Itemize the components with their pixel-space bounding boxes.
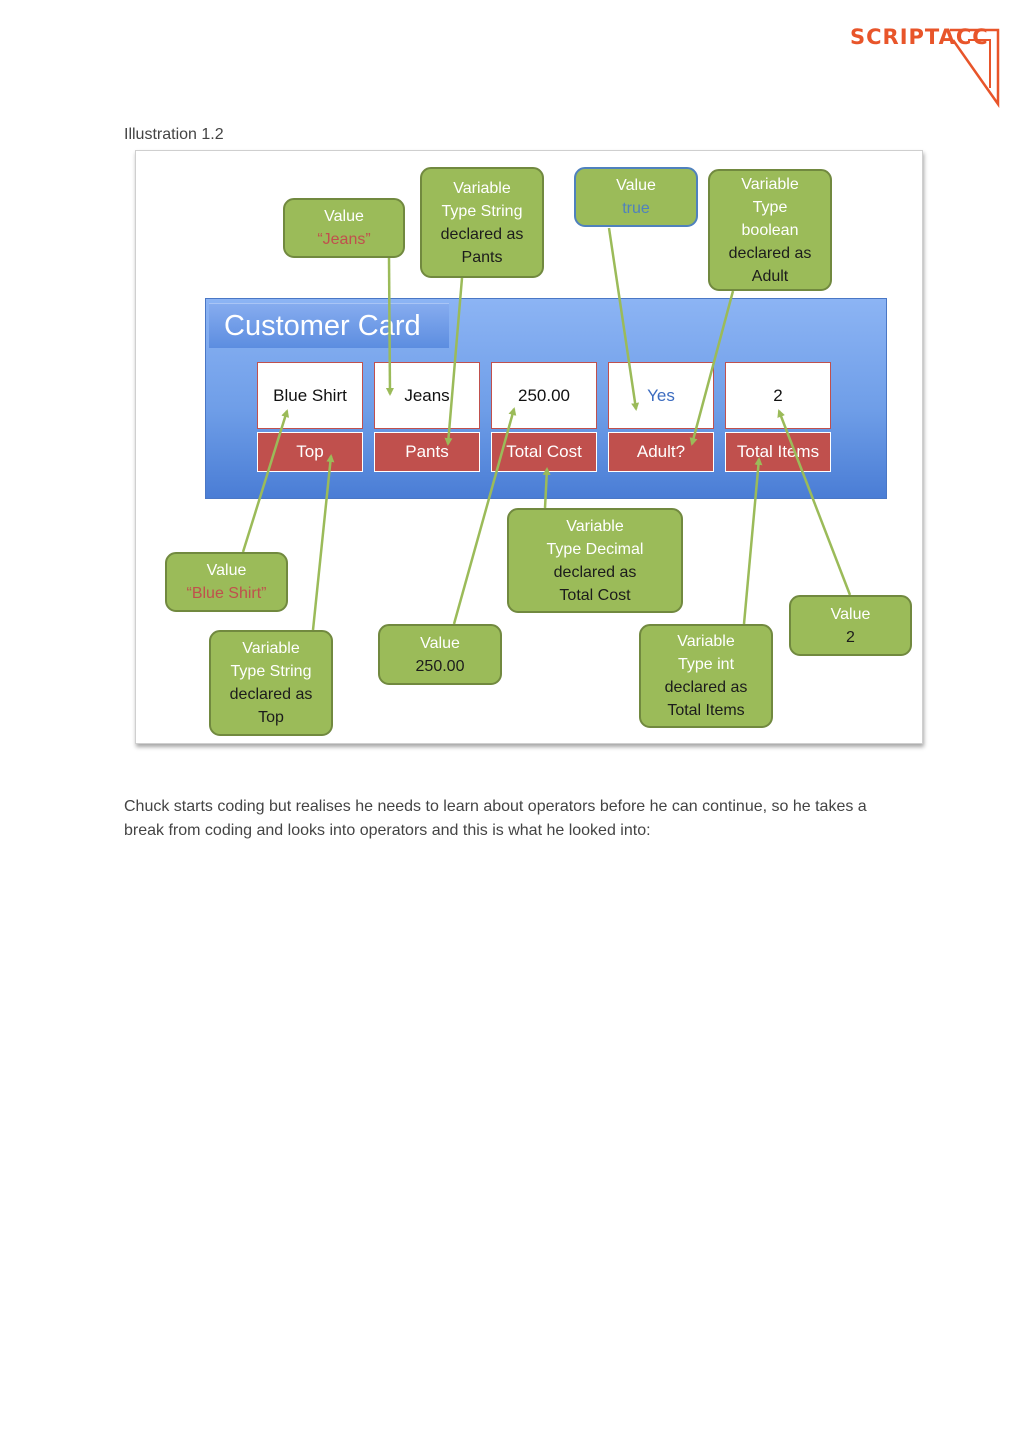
callout-variable-total-items: Variable Type int declared as Total Item…: [639, 624, 773, 728]
connector-arrows: [241, 227, 852, 631]
arrow-total-items-variable: [742, 457, 763, 625]
arrow-2-value: [777, 409, 852, 596]
callout-variable-adult: Variable Type boolean declared as Adult: [708, 169, 832, 291]
illustration-caption: Illustration 1.2: [124, 126, 224, 143]
field-value-top: Blue Shirt: [257, 362, 363, 429]
scriptacc-logo: SCRIPTACC: [850, 22, 1002, 108]
field-label-pants: Pants: [374, 432, 480, 472]
callout-value-blue-shirt: Value “Blue Shirt”: [165, 552, 288, 612]
logo-mark: [950, 28, 1000, 108]
callout-value-true: Value true: [574, 167, 698, 227]
arrow-250-value: [452, 407, 517, 625]
card-title: Customer Card: [224, 310, 421, 342]
arrow-true-value: [607, 227, 640, 411]
field-label-total-items: Total Items: [725, 432, 831, 472]
callout-value-2: Value 2: [789, 595, 912, 656]
callout-variable-total-cost: Variable Type Decimal declared as Total …: [507, 508, 683, 613]
arrow-pants-variable: [444, 277, 464, 446]
field-label-total-cost: Total Cost: [491, 432, 597, 472]
arrow-top-variable: [311, 454, 335, 631]
arrow-adult-variable: [689, 290, 735, 446]
callout-value-jeans: Value “Jeans”: [283, 198, 405, 258]
body-paragraph: Chuck starts coding but realises he need…: [124, 798, 867, 839]
callout-variable-top: Variable Type String declared as Top: [209, 630, 333, 736]
customer-card-illustration: Customer Card Blue Shirt Jeans 250.00 Ye…: [135, 150, 923, 744]
arrow-jeans-value: [385, 257, 394, 396]
field-value-adult: Yes: [608, 362, 714, 429]
arrow-total-cost-variable: [542, 467, 551, 509]
field-label-adult: Adult?: [608, 432, 714, 472]
arrow-blue-shirt-value: [241, 409, 290, 553]
callout-variable-pants: Variable Type String declared as Pants: [420, 167, 544, 278]
callout-value-250: Value 250.00: [378, 624, 502, 685]
field-value-total-cost: 250.00: [491, 362, 597, 429]
card-title-box: Customer Card: [209, 303, 449, 348]
customer-card: Customer Card Blue Shirt Jeans 250.00 Ye…: [205, 298, 887, 499]
